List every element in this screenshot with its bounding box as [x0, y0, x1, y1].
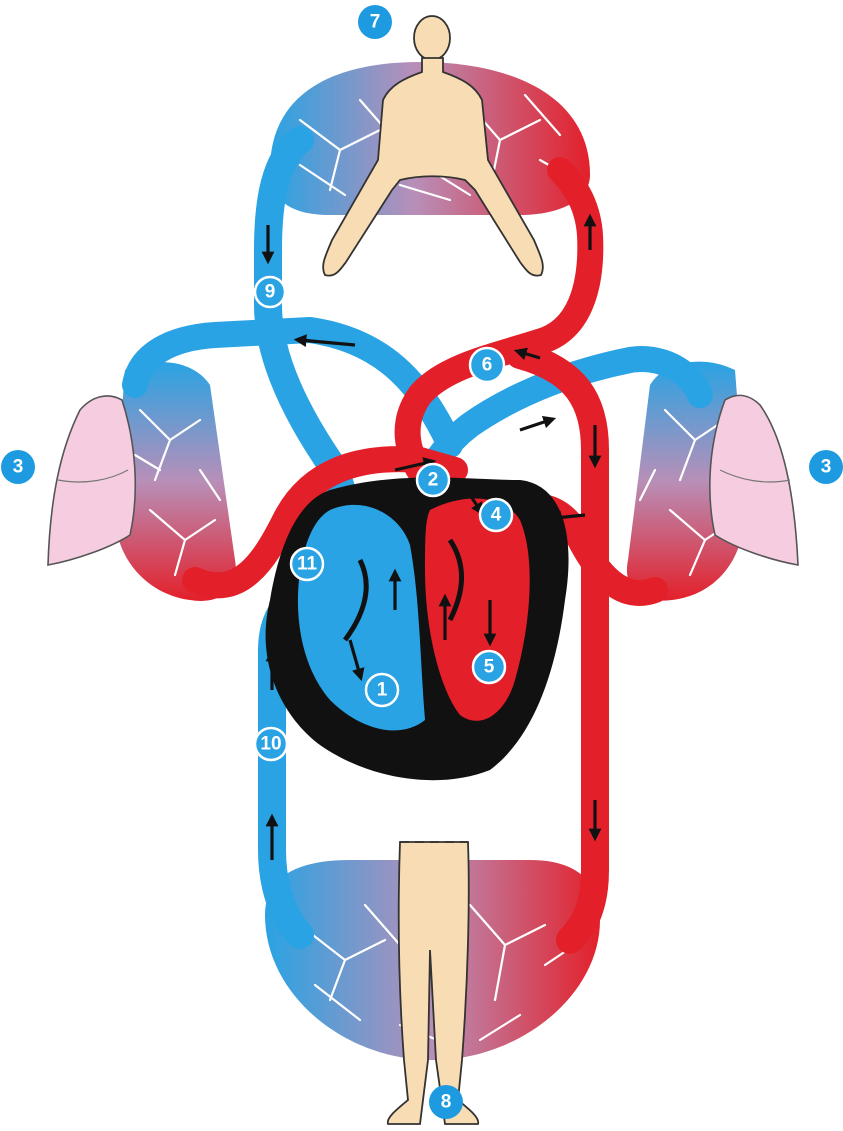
- right-lung: [710, 395, 798, 565]
- svg-text:7: 7: [370, 12, 381, 33]
- heart: [266, 478, 569, 781]
- label-6: 6: [470, 348, 504, 382]
- label-7: 7: [358, 5, 392, 39]
- label-10: 10: [255, 728, 287, 760]
- label-3-left: 3: [1, 450, 35, 484]
- svg-text:4: 4: [491, 505, 502, 526]
- svg-text:1: 1: [377, 680, 388, 701]
- label-2: 2: [417, 464, 449, 496]
- svg-text:5: 5: [484, 657, 495, 678]
- label-8: 8: [429, 1085, 463, 1119]
- label-9: 9: [255, 277, 285, 307]
- svg-text:6: 6: [482, 355, 493, 376]
- svg-text:11: 11: [297, 554, 318, 575]
- label-11: 11: [291, 548, 323, 580]
- svg-text:8: 8: [441, 1092, 452, 1113]
- svg-text:10: 10: [260, 734, 281, 755]
- label-1: 1: [366, 674, 398, 706]
- label-5: 5: [473, 651, 505, 683]
- svg-text:3: 3: [13, 457, 24, 478]
- lower-body-figure: [388, 842, 479, 1124]
- svg-text:2: 2: [428, 470, 439, 491]
- label-4: 4: [480, 499, 512, 531]
- svg-text:9: 9: [265, 282, 276, 303]
- label-3-right: 3: [809, 450, 843, 484]
- svg-text:3: 3: [821, 457, 832, 478]
